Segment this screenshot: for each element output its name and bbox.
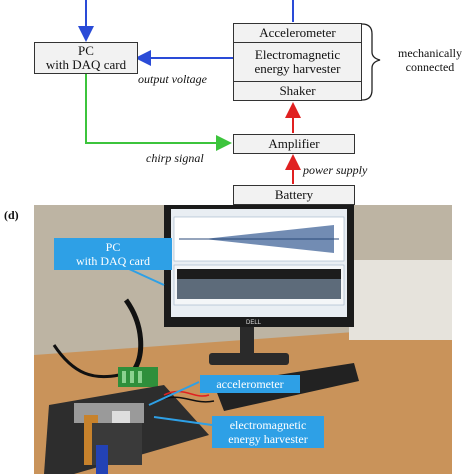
pc-box-line2: with DAQ card [45,57,127,72]
chirp-signal-wire [85,73,232,151]
accelerometer-box: Accelerometer [233,23,362,43]
photo-illustration: DELL [34,205,452,474]
callout-harvester-line2: energy harvester [228,432,308,446]
harvester-line1: Electromagnetic [254,47,341,62]
callout-pc-line1: PC [105,240,121,254]
callout-accelerometer: accelerometer [200,375,300,393]
harvester-box: Electromagnetic energy harvester [233,42,362,82]
experiment-photo: DELL PC with DAQ card accelerometer [34,205,452,474]
panel-label-d: (d) [4,208,19,222]
power-supply-label: power supply [303,163,368,177]
diagram-wires [78,0,381,184]
accelerometer-label: Accelerometer [259,25,336,40]
callout-line-harvester [153,416,213,426]
output-voltage-label: output voltage [138,72,207,86]
harvester-line2: energy harvester [254,61,341,76]
battery-box: Battery [233,185,355,205]
shaker-box: Shaker [233,81,362,101]
callout-pc-daq: PC with DAQ card [54,238,172,270]
pc-box-line1: PC [78,43,94,58]
chirp-signal-label: chirp signal [146,151,204,165]
battery-label: Battery [274,187,314,202]
callout-harvester: electromagnetic energy harvester [212,416,324,448]
amplifier-label: Amplifier [268,136,320,151]
shaker-label: Shaker [279,83,316,98]
pc-daq-box: PC with DAQ card [34,42,138,74]
amplifier-box: Amplifier [233,134,355,154]
callout-accelerometer-label: accelerometer [216,377,284,391]
callout-pc-line2: with DAQ card [76,254,150,268]
mech-line1: mechanically [398,46,462,60]
callout-line-accel [148,381,200,406]
mechanical-brace [361,23,381,101]
mech-line2: connected [405,60,455,74]
mechanically-connected-label: mechanically connected [386,46,474,74]
monitor-brand: DELL [246,320,262,326]
callout-harvester-line1: electromagnetic [229,418,307,432]
